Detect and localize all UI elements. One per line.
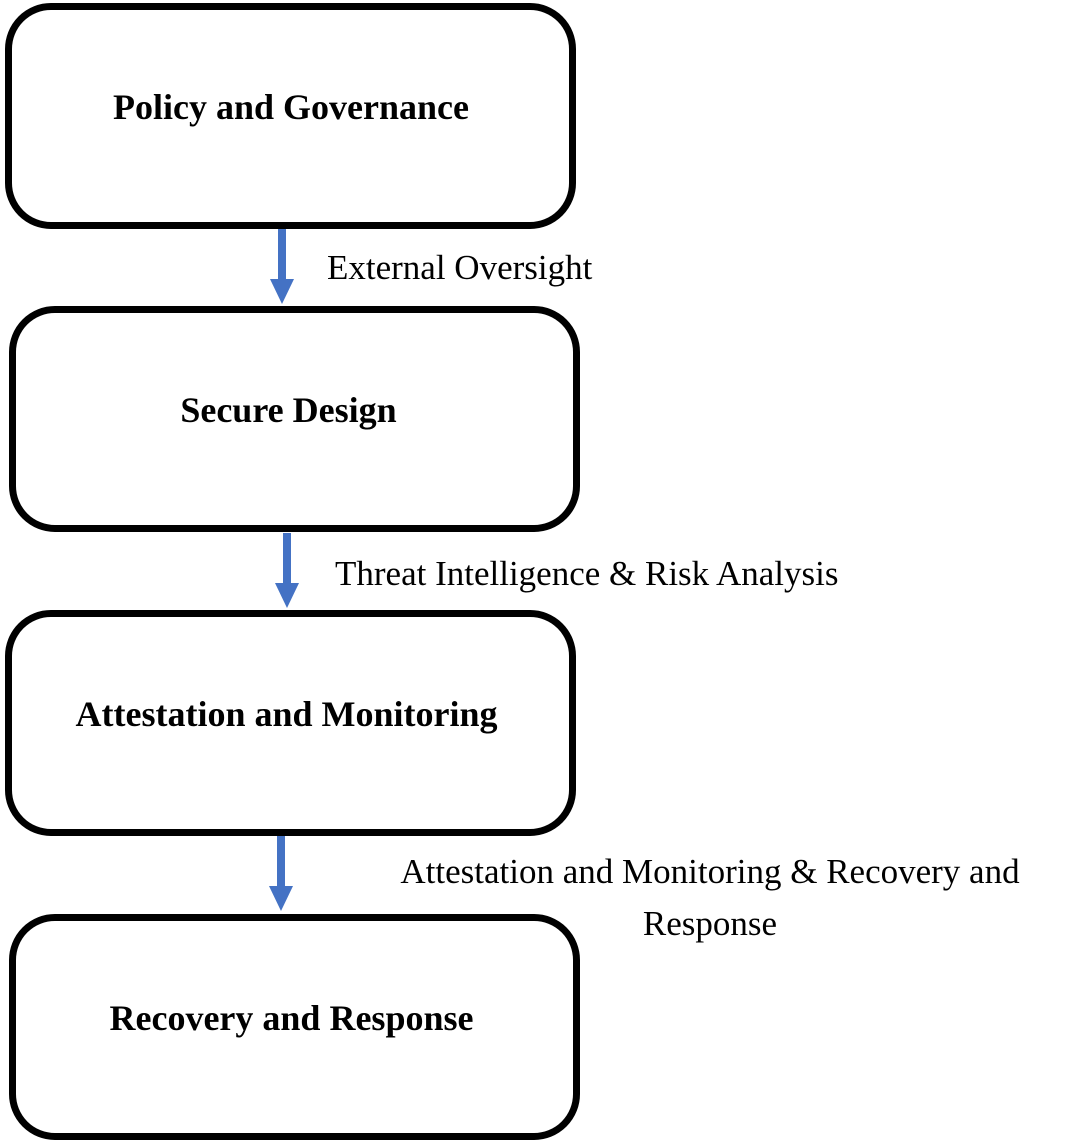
edge-label-threat-intelligence: Threat Intelligence & Risk Analysis	[335, 554, 839, 593]
edge-label-external-oversight: External Oversight	[327, 248, 593, 287]
arrow-down-icon	[275, 533, 299, 608]
arrow-down-icon	[270, 229, 294, 304]
node-recovery-and-response: Recovery and Response	[9, 914, 580, 1140]
node-label: Recovery and Response	[109, 998, 474, 1038]
arrow-down-icon	[269, 836, 293, 911]
node-label: Secure Design	[180, 390, 397, 430]
node-policy-and-governance: Policy and Governance	[5, 3, 576, 229]
node-label: Attestation and Monitoring	[75, 694, 498, 734]
node-label: Policy and Governance	[113, 87, 469, 127]
edge-label-attestation-recovery: Attestation and Monitoring & Recovery an…	[400, 852, 1020, 943]
node-attestation-and-monitoring: Attestation and Monitoring	[5, 610, 576, 836]
node-secure-design: Secure Design	[9, 306, 580, 532]
